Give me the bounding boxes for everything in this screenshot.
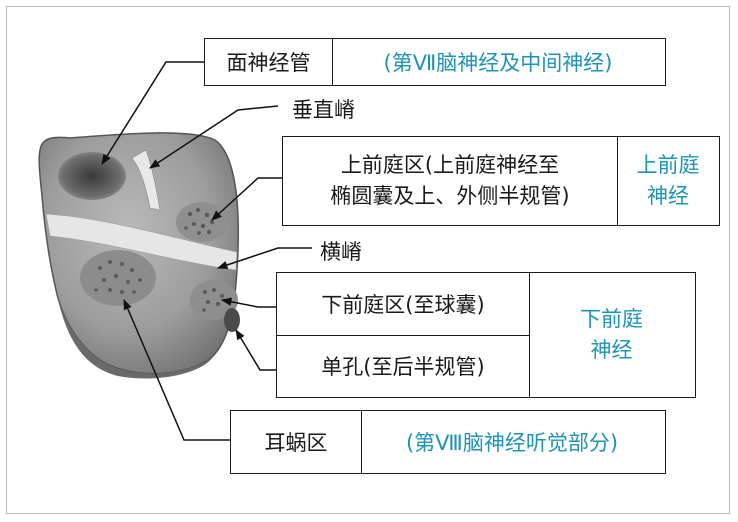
superior-vestibular-area [176, 202, 228, 242]
superior-vestibular-box: 上前庭区(上前庭神经至 椭圆囊及上、外侧半规管) 上前庭 神经 [282, 136, 720, 226]
inferior-vestibular-nerve-line1: 下前庭 [580, 307, 643, 331]
inferior-vestibular-area-label: 下前庭区(至球囊) [321, 293, 485, 317]
figure-frame [6, 6, 730, 514]
inferior-vestibular-box: 下前庭区(至球囊) 单孔(至后半规管) 下前庭 神经 [276, 272, 696, 398]
transverse-crest-label: 横嵴 [320, 240, 362, 264]
facial-canal-note: (第Ⅶ脑神经及中间神经) [383, 51, 613, 75]
superior-vestibular-pores [184, 208, 214, 235]
singular-foramen-hole [224, 308, 240, 332]
superior-vestibular-nerve-line1: 上前庭 [636, 153, 700, 177]
leader-cochlear-area [123, 299, 232, 441]
facial-canal-label: 面神经管 [226, 51, 311, 75]
leader-lines [101, 61, 312, 441]
facial-canal-box: 面神经管 (第Ⅶ脑神经及中间神经) [204, 38, 666, 86]
superior-vestibular-nerve-line2: 神经 [647, 184, 689, 208]
inferior-vestibular-nerve-label: 下前庭 神经 [530, 273, 693, 397]
cochlear-pores [94, 259, 142, 295]
leader-singular-foramen [235, 329, 276, 371]
cochlear-area-box: 耳蜗区 (第Ⅷ脑神经听觉部分) [230, 410, 666, 474]
superior-vestibular-area-label: 上前庭区(上前庭神经至 椭圆囊及上、外侧半规管) [283, 137, 617, 225]
inferior-vestibular-region [190, 280, 238, 320]
inferior-vestibular-nerve-line2: 神经 [590, 338, 633, 362]
leader-vertical-crest [149, 105, 279, 169]
inferior-vestibular-pores [202, 287, 224, 312]
cochlear-area-label: 耳蜗区 [264, 431, 328, 455]
superior-vestibular-area-line1: 上前庭区(上前庭神经至 [340, 153, 560, 177]
superior-vestibular-nerve-label: 上前庭 神经 [618, 137, 718, 225]
vertical-crest-label: 垂直嵴 [292, 98, 355, 122]
cochlear-area-region [80, 250, 156, 306]
facial-canal-pit [58, 152, 126, 200]
singular-foramen-label: 单孔(至后半规管) [321, 355, 485, 379]
superior-vestibular-area-line2: 椭圆囊及上、外侧半规管) [330, 184, 570, 208]
leader-transverse-crest [217, 247, 312, 269]
transverse-crest-band [45, 213, 238, 271]
cochlear-area-note: (第Ⅷ脑神经听觉部分) [405, 431, 619, 455]
leader-inferior-vestibular [220, 297, 276, 308]
leader-superior-vestibular [211, 177, 282, 221]
leader-facial-canal [101, 61, 204, 165]
